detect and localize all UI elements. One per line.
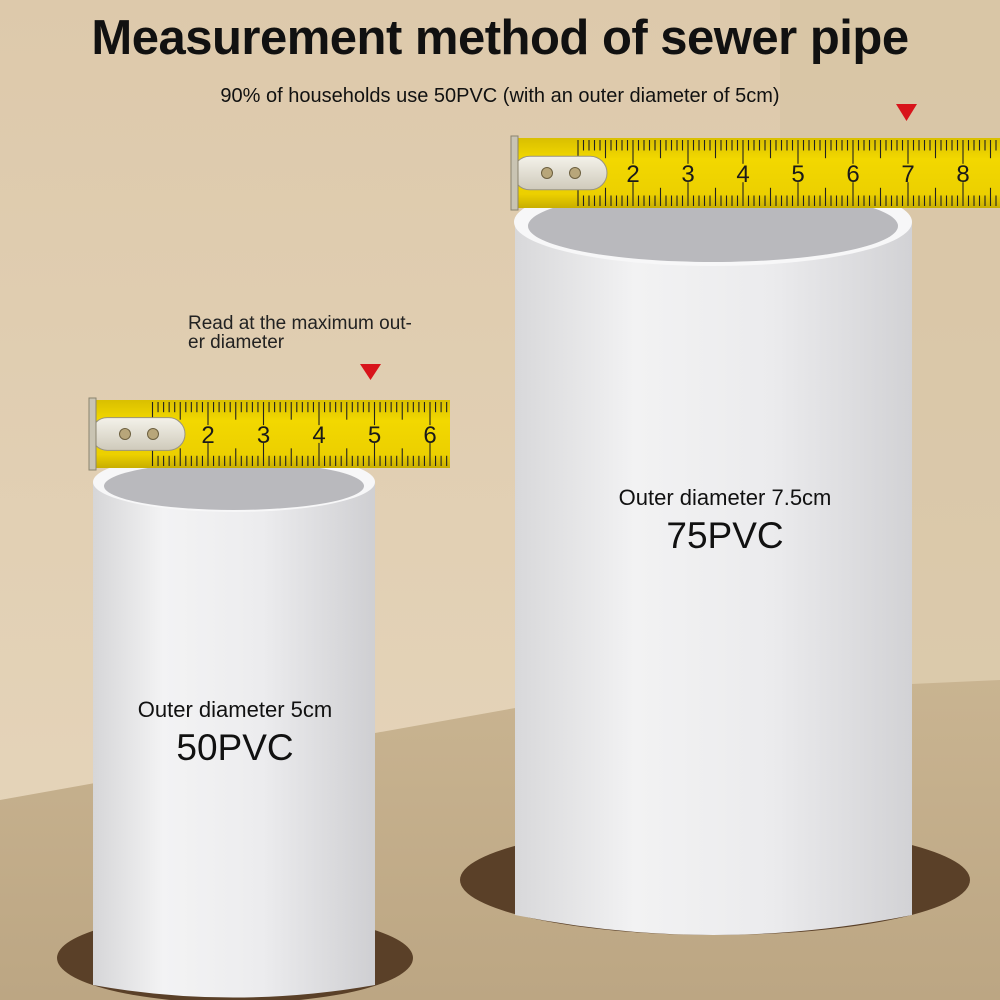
tape-number: 4	[312, 422, 325, 449]
tape-end-plate	[88, 397, 97, 471]
tape-rivet	[147, 428, 159, 440]
tape-measure-small: 2 3 4 5 6	[88, 397, 450, 471]
tape-number: 2	[201, 422, 214, 449]
tape-number: 5	[791, 161, 804, 188]
tape-number: 7	[901, 161, 914, 188]
tape-number: 5	[368, 422, 381, 449]
measurement-note-line1: Read at the maximum out-	[188, 313, 412, 334]
tape-rivet	[541, 167, 553, 179]
tape-number: 4	[736, 161, 749, 188]
large-pipe-label: Outer diameter 7.5cm 75PVC	[585, 485, 865, 557]
small-pipe-outer-diameter: Outer diameter 5cm	[137, 697, 333, 722]
tape-end-plate	[510, 135, 519, 211]
reading-marker-small	[360, 364, 381, 380]
tape-rivet	[119, 428, 131, 440]
large-pipe-model: 75PVC	[666, 515, 784, 556]
small-pipe-model: 50PVC	[176, 727, 294, 768]
large-pipe-outer-diameter: Outer diameter 7.5cm	[618, 485, 832, 510]
small-pipe-label: Outer diameter 5cm 50PVC	[95, 697, 375, 769]
page-subtitle: 90% of households use 50PVC (with an out…	[220, 85, 780, 107]
page-title: Measurement method of sewer pipe	[91, 11, 909, 65]
tape-number: 6	[423, 422, 436, 449]
measurement-note-line2: er diameter	[188, 332, 285, 353]
tape-end-hook	[90, 417, 186, 451]
measurement-note: Read at the maximum out- er diameter	[188, 314, 412, 352]
reading-marker-large	[896, 104, 917, 121]
tape-number: 6	[846, 161, 859, 188]
tape-measure-large: 2 3 4 5 6 7 8	[510, 135, 1000, 211]
tape-rivet	[569, 167, 581, 179]
tape-number: 8	[956, 161, 969, 188]
tape-number: 3	[681, 161, 694, 188]
tape-number: 3	[257, 422, 270, 449]
tape-end-hook	[512, 155, 608, 191]
tape-number: 2	[626, 161, 639, 188]
